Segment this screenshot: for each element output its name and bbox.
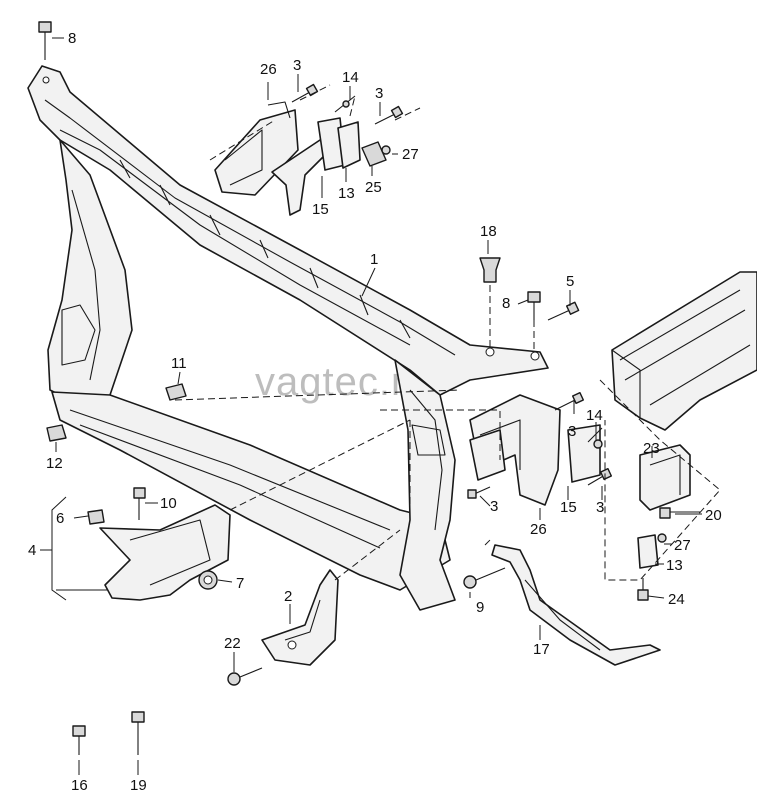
callout-3-right-b: 3 — [596, 499, 604, 516]
bolt-3-upper-right — [374, 105, 404, 125]
callout-3-right-a: 3 — [568, 423, 576, 440]
hose-17 — [491, 544, 661, 666]
callout-20: 20 — [705, 507, 722, 524]
bracket-assembly-4 — [87, 504, 231, 601]
callout-14-right: 14 — [586, 407, 603, 424]
clip-12 — [46, 424, 67, 442]
bolt-20 — [659, 507, 700, 519]
callout-4: 4 — [28, 542, 36, 559]
callout-6: 6 — [56, 510, 64, 527]
callout-15-right: 15 — [560, 499, 577, 516]
bolt-8-right — [527, 291, 541, 352]
bracket-26-upper — [214, 101, 299, 196]
rivet-nut-18 — [479, 257, 501, 350]
callout-7: 7 — [236, 575, 244, 592]
callout-26-upper: 26 — [260, 61, 277, 78]
callout-27-upper: 27 — [402, 146, 419, 163]
callout-22: 22 — [224, 635, 241, 652]
bolt-19 — [131, 711, 145, 755]
callout-3-upper-right: 3 — [375, 85, 383, 102]
bracket-13-lower-right — [637, 533, 667, 569]
callout-8-right: 8 — [502, 295, 510, 312]
grommet-7 — [198, 570, 218, 590]
bolt-9 — [463, 567, 506, 589]
bolt-3-right-a — [554, 391, 585, 411]
bracket-26-right — [469, 394, 561, 506]
assembly-lines — [174, 84, 721, 581]
bracket-23 — [639, 444, 691, 511]
callout-18: 18 — [480, 223, 497, 240]
callout-2: 2 — [284, 588, 292, 605]
callout-17: 17 — [533, 641, 550, 658]
callout-11: 11 — [171, 355, 187, 372]
pin-14-right — [587, 427, 603, 443]
pin-14-upper — [334, 95, 356, 113]
callout-1: 1 — [370, 251, 378, 268]
callout-3-center: 3 — [490, 498, 498, 515]
bolt-3-right-b — [587, 467, 613, 486]
callout-26-right: 26 — [530, 521, 547, 538]
bolt-16 — [72, 725, 86, 755]
callout-10: 10 — [160, 495, 177, 512]
callout-labels: 8 26 3 14 3 27 13 25 15 1 18 5 8 11 12 3… — [28, 30, 722, 794]
callout-27-lower: 27 — [674, 537, 691, 554]
callout-13-upper: 13 — [338, 185, 355, 202]
bracket-15-right — [567, 424, 603, 483]
bolt-8-top-left — [38, 21, 52, 60]
callout-25: 25 — [365, 179, 382, 196]
bracket-15-13-upper — [271, 117, 361, 216]
callout-12: 12 — [46, 455, 63, 472]
callout-24: 24 — [668, 591, 685, 608]
callout-14-upper: 14 — [342, 69, 359, 86]
callout-19: 19 — [130, 777, 147, 794]
bolt-5-right — [547, 301, 580, 321]
bolt-24 — [637, 578, 649, 601]
bracket-2 — [261, 569, 339, 666]
clip-11 — [165, 383, 187, 401]
bolt-3-center — [467, 486, 491, 499]
callout-15-upper: 15 — [312, 201, 329, 218]
callout-3-upper-left: 3 — [293, 57, 301, 74]
clip-25-upper — [361, 141, 391, 167]
callout-5: 5 — [566, 273, 574, 290]
callout-9: 9 — [476, 599, 484, 616]
bolt-22 — [227, 667, 263, 686]
callout-23: 23 — [643, 440, 660, 457]
frame-rail-right — [611, 271, 757, 431]
callout-16: 16 — [71, 777, 88, 794]
bolt-10 — [133, 487, 146, 520]
callout-13-lower: 13 — [666, 557, 683, 574]
callout-8-top-left: 8 — [68, 30, 76, 47]
leader-lines — [40, 37, 702, 775]
front-end-carrier — [27, 65, 549, 611]
